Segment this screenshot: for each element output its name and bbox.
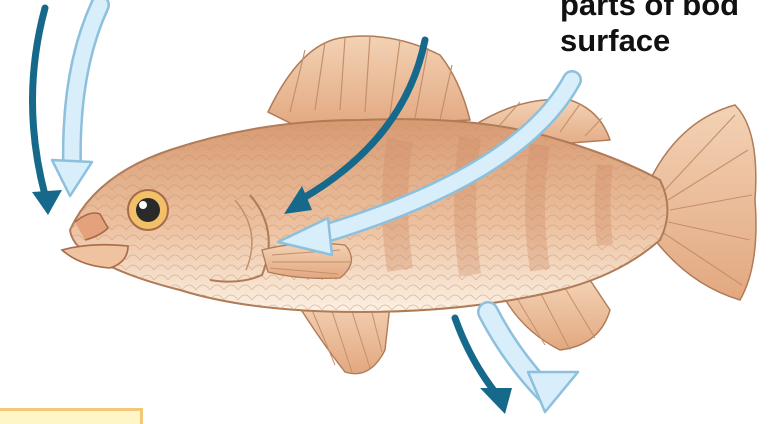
fish-eye xyxy=(128,190,168,230)
dark-arrow-head-inflow xyxy=(33,8,46,195)
diagram-label-line1: parts of bod xyxy=(560,0,739,22)
diagram-label-line2: surface xyxy=(560,24,670,58)
